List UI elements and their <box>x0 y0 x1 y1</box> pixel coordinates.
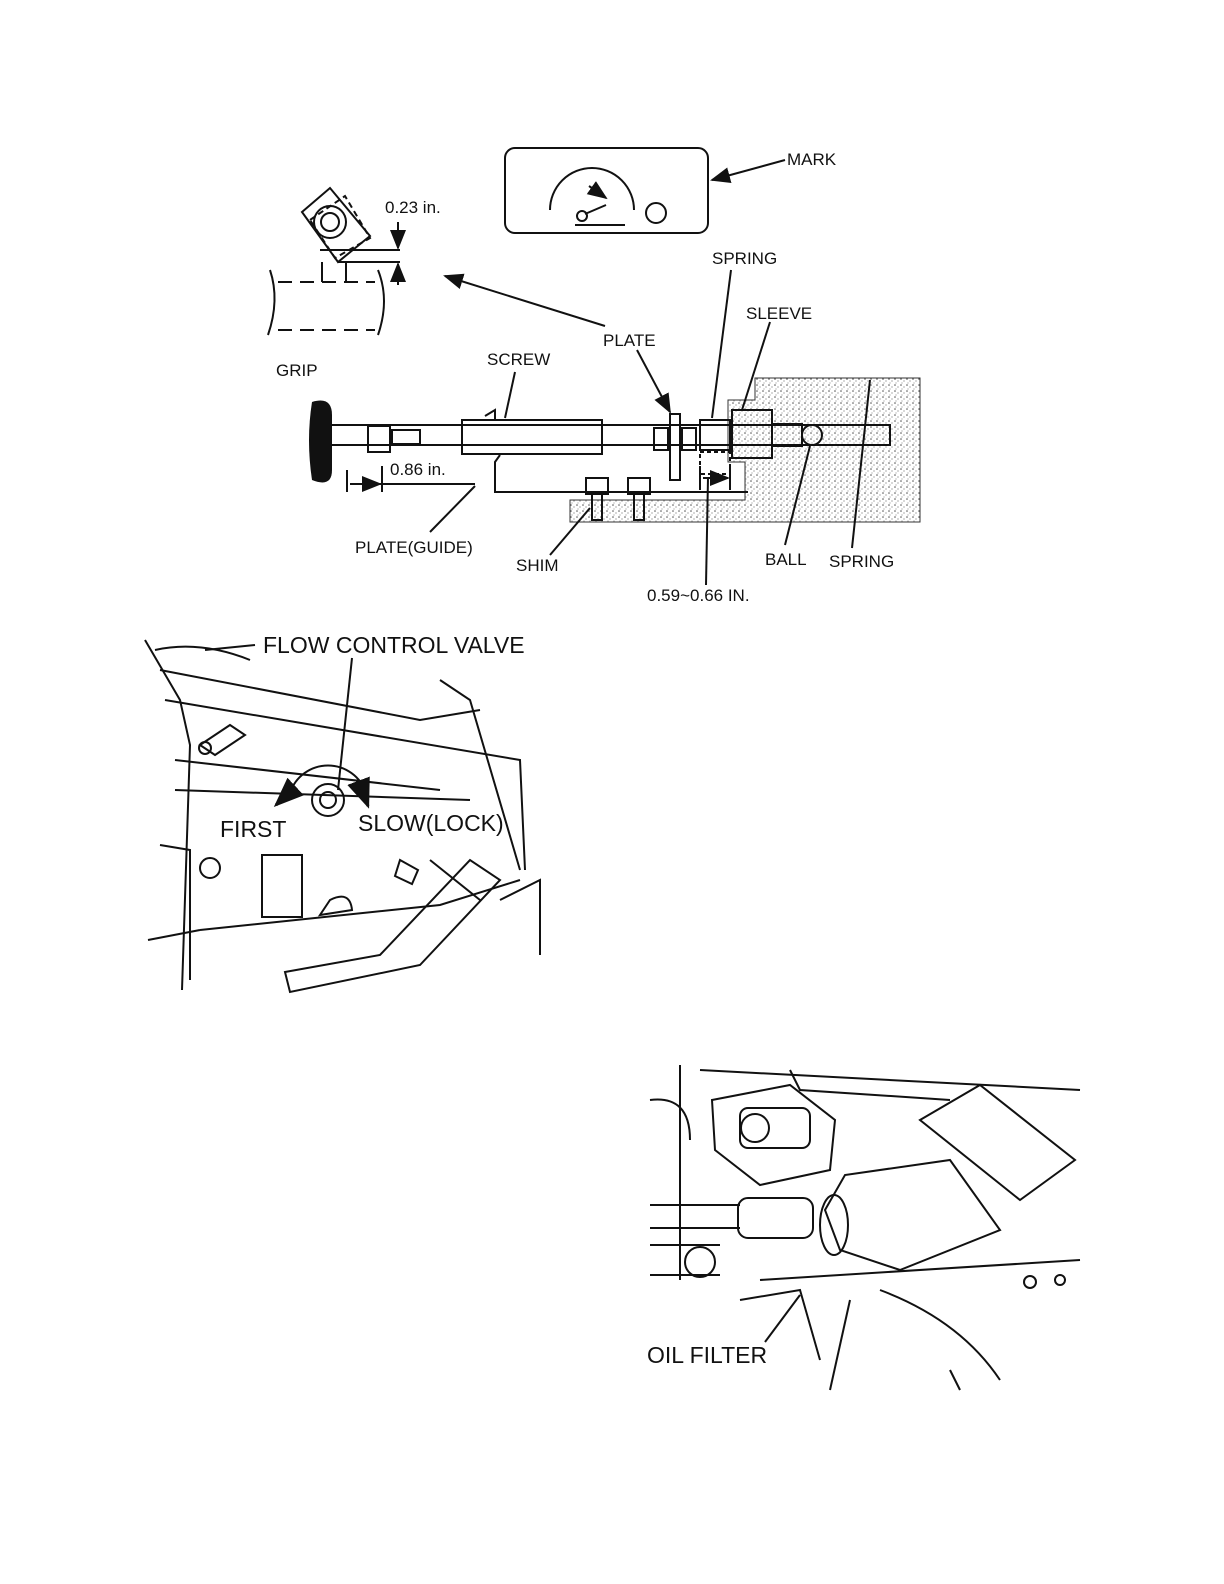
label-dim-0-59-0-66: 0.59~0.66 IN. <box>647 587 750 604</box>
flow-control-valve-knob <box>312 784 344 816</box>
label-shim: SHIM <box>516 557 559 574</box>
oil-filter-canister <box>825 1160 1000 1270</box>
label-grip: GRIP <box>276 362 318 379</box>
first-arrow-icon <box>276 790 292 805</box>
label-dim-0-23: 0.23 in. <box>385 199 441 216</box>
label-spring-bottom: SPRING <box>829 553 894 570</box>
label-spring-top: SPRING <box>712 250 777 267</box>
label-slow-lock: SLOW(LOCK) <box>358 812 504 835</box>
label-sleeve: SLEEVE <box>746 305 812 322</box>
label-first: FIRST <box>220 818 286 841</box>
grip-knob <box>309 401 332 483</box>
label-ball: BALL <box>765 551 807 568</box>
mark-circle-icon <box>646 203 666 223</box>
plate-piece <box>670 414 680 480</box>
mark-decal <box>505 148 708 233</box>
label-oil-filter: OIL FILTER <box>647 1344 767 1367</box>
label-plate-guide: PLATE(GUIDE) <box>355 539 473 556</box>
label-mark: MARK <box>787 151 836 168</box>
label-dim-0-86: 0.86 in. <box>390 461 446 478</box>
label-flow-control-valve: FLOW CONTROL VALVE <box>263 634 525 657</box>
label-screw: SCREW <box>487 351 550 368</box>
plate-nut-inset <box>268 188 400 335</box>
figure1-diagram <box>268 148 920 585</box>
label-plate: PLATE <box>603 332 656 349</box>
